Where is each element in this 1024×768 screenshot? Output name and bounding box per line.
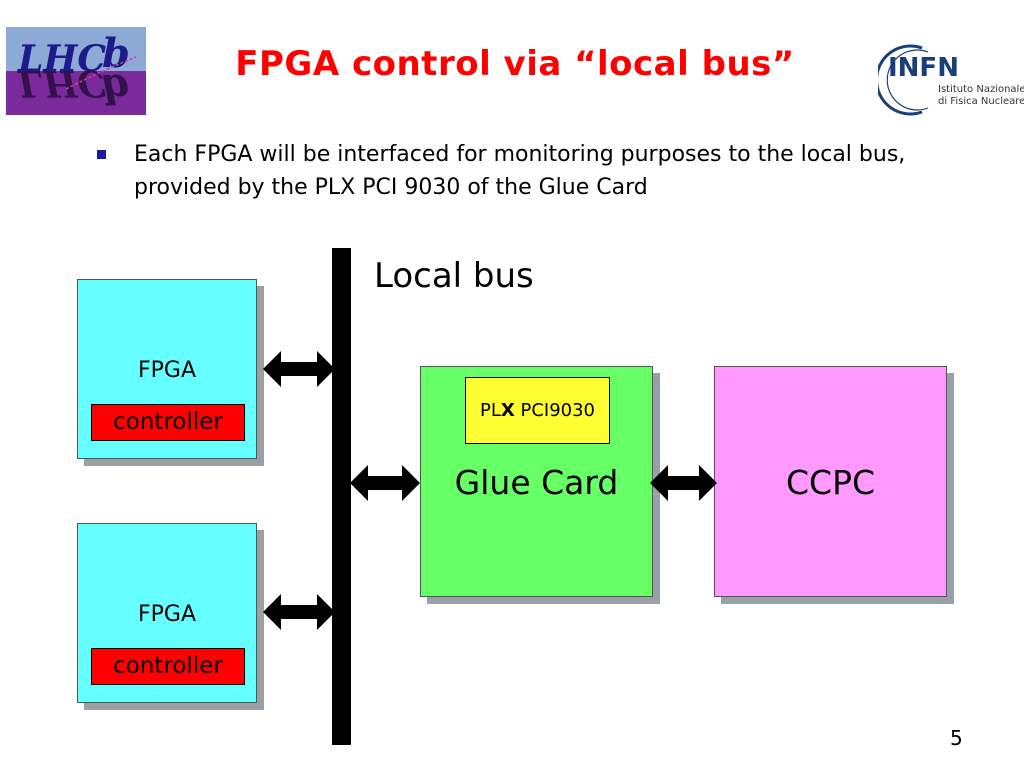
- double-arrow-icon: [650, 465, 717, 501]
- svg-text:di Fisica Nucleare: di Fisica Nucleare: [938, 96, 1024, 107]
- plx-chip: PLX PCI9030: [465, 377, 610, 444]
- ccpc-label: CCPC: [785, 463, 876, 502]
- svg-text:LHC: LHC: [17, 38, 106, 80]
- bullet-text: Each FPGA will be interfaced for monitor…: [134, 142, 906, 200]
- svg-text:b: b: [102, 65, 130, 112]
- svg-text:Istituto Nazionale: Istituto Nazionale: [938, 84, 1024, 95]
- fpga-box: FPGA controller: [77, 279, 257, 459]
- controller-label: controller: [91, 404, 245, 441]
- slide-title: FPGA control via “local bus”: [235, 44, 795, 84]
- controller-label: controller: [91, 648, 245, 685]
- local-bus-bar: [332, 248, 351, 745]
- svg-text:LHC: LHC: [17, 62, 106, 104]
- double-arrow-icon: [263, 594, 335, 630]
- lhcb-logo: LHC b LHC b: [6, 27, 146, 115]
- fpga-box: FPGA controller: [77, 523, 257, 703]
- double-arrow-icon: [350, 465, 420, 501]
- local-bus-label: Local bus: [374, 256, 534, 296]
- glue-card-box: PLX PCI9030 Glue Card: [420, 366, 653, 597]
- bullet-marker: [97, 150, 106, 159]
- svg-text:INFN: INFN: [888, 53, 959, 83]
- fpga-label: FPGA: [137, 602, 197, 627]
- plx-chip-x: X: [500, 400, 515, 421]
- glue-card-label: Glue Card: [454, 463, 619, 502]
- page-number: 5: [950, 726, 963, 750]
- infn-logo: INFN Istituto Nazionale di Fisica Nuclea…: [875, 42, 1024, 118]
- plx-chip-suffix: PCI9030: [514, 400, 596, 421]
- double-arrow-icon: [263, 351, 335, 387]
- fpga-label: FPGA: [137, 358, 197, 383]
- ccpc-box: CCPC: [714, 366, 947, 597]
- plx-chip-prefix: PL: [479, 400, 501, 421]
